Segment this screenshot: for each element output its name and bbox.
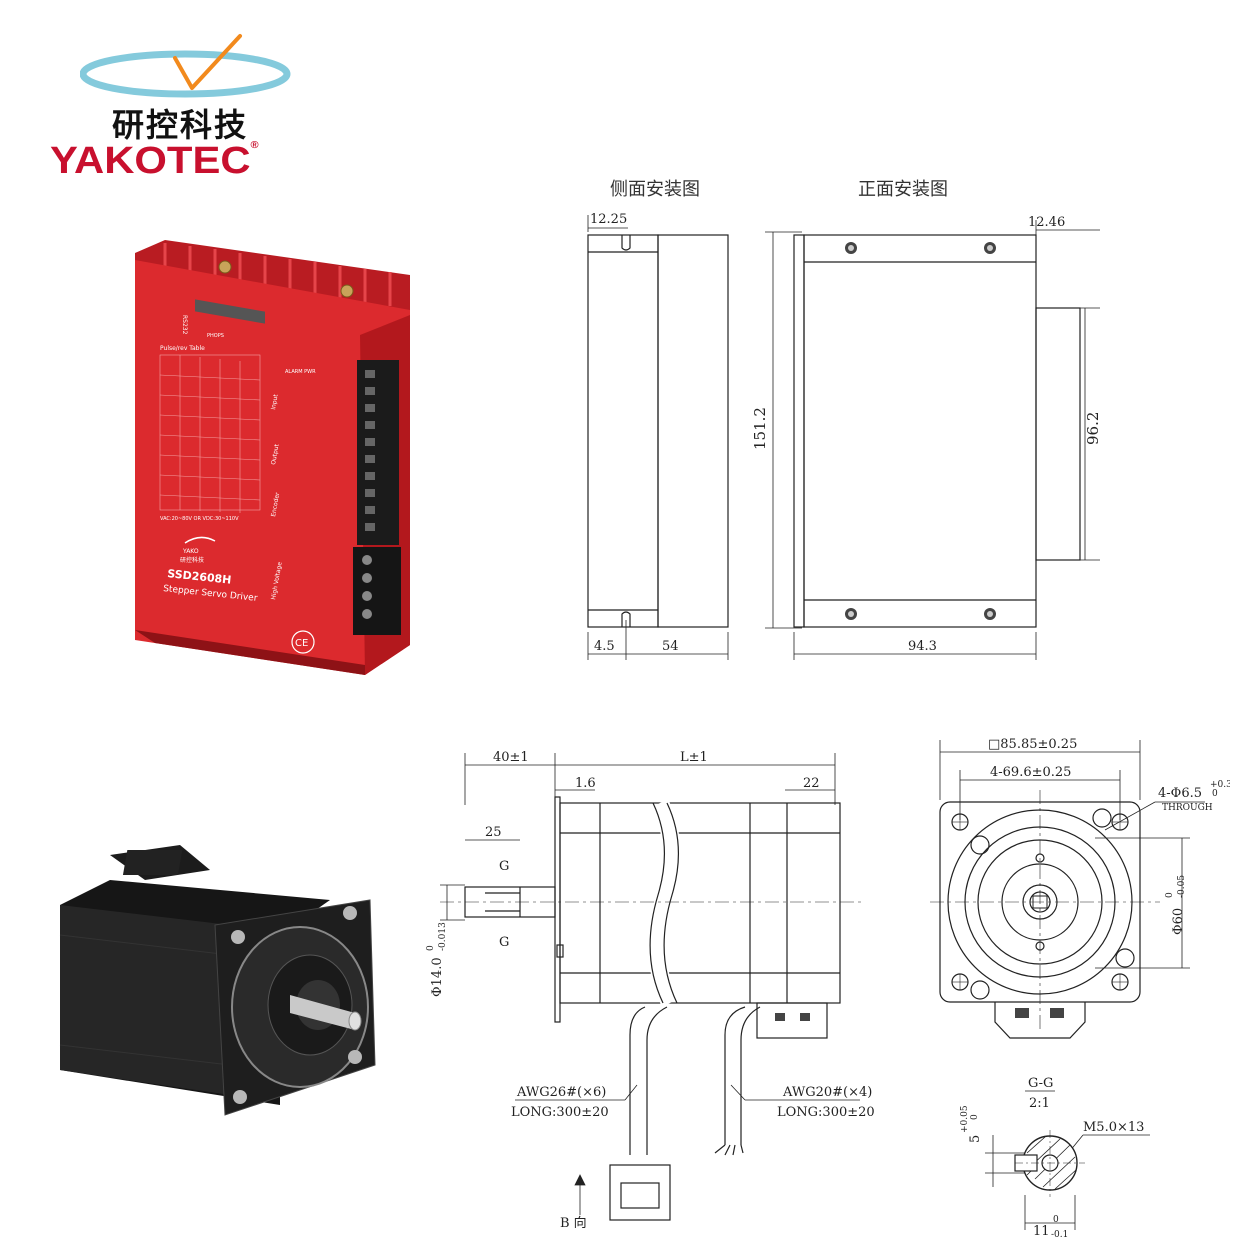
pilot-diameter-label: Φ60 0 -0.05 bbox=[1165, 875, 1187, 935]
section-gg-drawing: G-G 2:1 M5.0×13 5 +0.05 0 11 0 -0.1 bbox=[960, 1076, 1150, 1240]
side-dim-top: 12.25 bbox=[590, 212, 627, 227]
registered-mark: ® bbox=[250, 140, 259, 151]
flat-tol-upper: +0.05 bbox=[960, 1105, 970, 1133]
section-scale: 2:1 bbox=[1029, 1096, 1050, 1111]
driver-drawings: 侧面安装图 正面安装图 12.25 4.5 54 151.2 bbox=[587, 179, 1102, 660]
front-dim-right: 96.2 bbox=[1084, 412, 1102, 445]
logo-swoosh-icon bbox=[80, 34, 291, 98]
motor-front-drawing: □85.85±0.25 4-69.6±0.25 4-Φ6.5 +0.3 0 TH… bbox=[930, 737, 1230, 1039]
cable2-spec: AWG20#(×4) bbox=[782, 1085, 872, 1100]
side-dim-bottom-right: 54 bbox=[662, 639, 679, 654]
front-dim-bottom: 94.3 bbox=[908, 639, 937, 654]
flat-dim: 5 bbox=[968, 1135, 983, 1143]
driver-body bbox=[135, 260, 410, 675]
signal-terminal-block[interactable] bbox=[357, 360, 399, 545]
width-tol-lower: -0.1 bbox=[1051, 1230, 1068, 1240]
pilot-dia: Φ60 bbox=[1171, 908, 1186, 935]
shaft-dia-main: Φ14.0 bbox=[430, 957, 445, 997]
logo-cn-name: 研控科技 bbox=[112, 106, 249, 144]
side-view-drawing bbox=[587, 215, 729, 660]
dim-22: 22 bbox=[803, 776, 820, 791]
motor-shaft bbox=[290, 995, 355, 1030]
ce-mark-icon bbox=[291, 630, 315, 654]
shaft-diameter-label: Φ14.0 0 -0.013 bbox=[426, 922, 448, 997]
shaft-dia-tol-upper: 0 bbox=[426, 945, 436, 951]
flat-dimension-label: 5 +0.05 0 bbox=[960, 1105, 983, 1143]
logo-en-text: YAKOTEC bbox=[50, 140, 251, 182]
front-view-title: 正面安装图 bbox=[858, 179, 948, 200]
logo-en-name: YAKOTEC® bbox=[50, 140, 259, 183]
section-input: Input bbox=[270, 393, 280, 410]
pulse-table bbox=[159, 354, 261, 513]
motor-photo bbox=[59, 845, 376, 1116]
front-dimensions bbox=[793, 220, 1100, 660]
cable1-spec: AWG26#(×6) bbox=[516, 1085, 606, 1100]
dim-shaft-25: 25 bbox=[485, 825, 502, 840]
driver-brand-small: YAKO bbox=[182, 548, 199, 555]
holes-through: THROUGH bbox=[1162, 803, 1213, 813]
motor-outline bbox=[464, 796, 841, 1039]
cable2-length: LONG:300±20 bbox=[777, 1105, 875, 1120]
pulse-table-title: Pulse/rev Table bbox=[160, 345, 205, 352]
vac-text: VAC:20~80V OR VDC:30~110V bbox=[160, 516, 239, 522]
side-view-title: 侧面安装图 bbox=[610, 179, 700, 200]
motor-front-dimensions bbox=[939, 740, 1205, 969]
dim-1-6: 1.6 bbox=[575, 776, 596, 791]
motor-cables bbox=[609, 1006, 761, 1221]
rs232-label: RS232 bbox=[181, 315, 188, 335]
section-mark-top: G bbox=[499, 859, 509, 874]
section-title: G-G bbox=[1028, 1076, 1053, 1091]
centerlines bbox=[930, 790, 1160, 1030]
height-dimension bbox=[765, 231, 802, 629]
mini-logo-icon bbox=[184, 536, 216, 544]
phops-label: PHOPS bbox=[207, 333, 224, 339]
front-dim-top-right: 12.46 bbox=[1028, 215, 1065, 230]
motor-side-drawing: 40±1 L±1 1.6 22 25 G G Φ14.0 0 -0.013 bbox=[426, 750, 875, 1231]
section-thread: M5.0×13 bbox=[1083, 1120, 1144, 1135]
front-view-drawing bbox=[793, 234, 1081, 628]
holes-tol-upper: +0.3 bbox=[1210, 780, 1230, 790]
ce-mark: CE bbox=[295, 638, 308, 649]
holes-spec: 4-Φ6.5 bbox=[1158, 786, 1202, 801]
width-dim: 11 bbox=[1033, 1224, 1050, 1239]
pilot-tol-lower: -0.05 bbox=[1177, 875, 1187, 898]
flange-square: □85.85±0.25 bbox=[988, 737, 1077, 752]
dim-flange-length: 40±1 bbox=[493, 750, 529, 765]
mounting-screws bbox=[845, 242, 996, 620]
shaft-cross-section bbox=[1014, 1130, 1085, 1197]
power-terminal-block[interactable] bbox=[353, 547, 401, 635]
view-direction-label: B 向 bbox=[560, 1215, 587, 1231]
motor-side-dimensions bbox=[440, 753, 836, 921]
side-dim-height: 151.2 bbox=[751, 407, 769, 450]
flange-screws-icon bbox=[231, 906, 362, 1104]
dim-motor-length: L±1 bbox=[680, 750, 708, 765]
width-tol-upper: 0 bbox=[1053, 1215, 1059, 1225]
section-mark-bottom: G bbox=[499, 935, 509, 950]
rs232-port bbox=[195, 299, 265, 324]
driver-brand-cn-small: 研控科技 bbox=[180, 556, 204, 564]
holes-tol-lower: 0 bbox=[1212, 789, 1218, 799]
cable1-length: LONG:300±20 bbox=[511, 1105, 609, 1120]
side-dim-bottom-left: 4.5 bbox=[594, 639, 615, 654]
holes-spacing: 4-69.6±0.25 bbox=[990, 765, 1071, 780]
section-encoder: Encoder bbox=[270, 491, 281, 517]
driver-photo: Pulse/rev Table VAC:20~80V OR VDC:30~110… bbox=[135, 240, 410, 675]
section-output: Output bbox=[270, 443, 281, 465]
label-alarm: ALARM PWR bbox=[285, 369, 316, 375]
pilot-tol-upper: 0 bbox=[1165, 892, 1175, 898]
flat-tol-lower: 0 bbox=[970, 1114, 980, 1120]
shaft-dia-tol-lower: -0.013 bbox=[438, 922, 448, 951]
